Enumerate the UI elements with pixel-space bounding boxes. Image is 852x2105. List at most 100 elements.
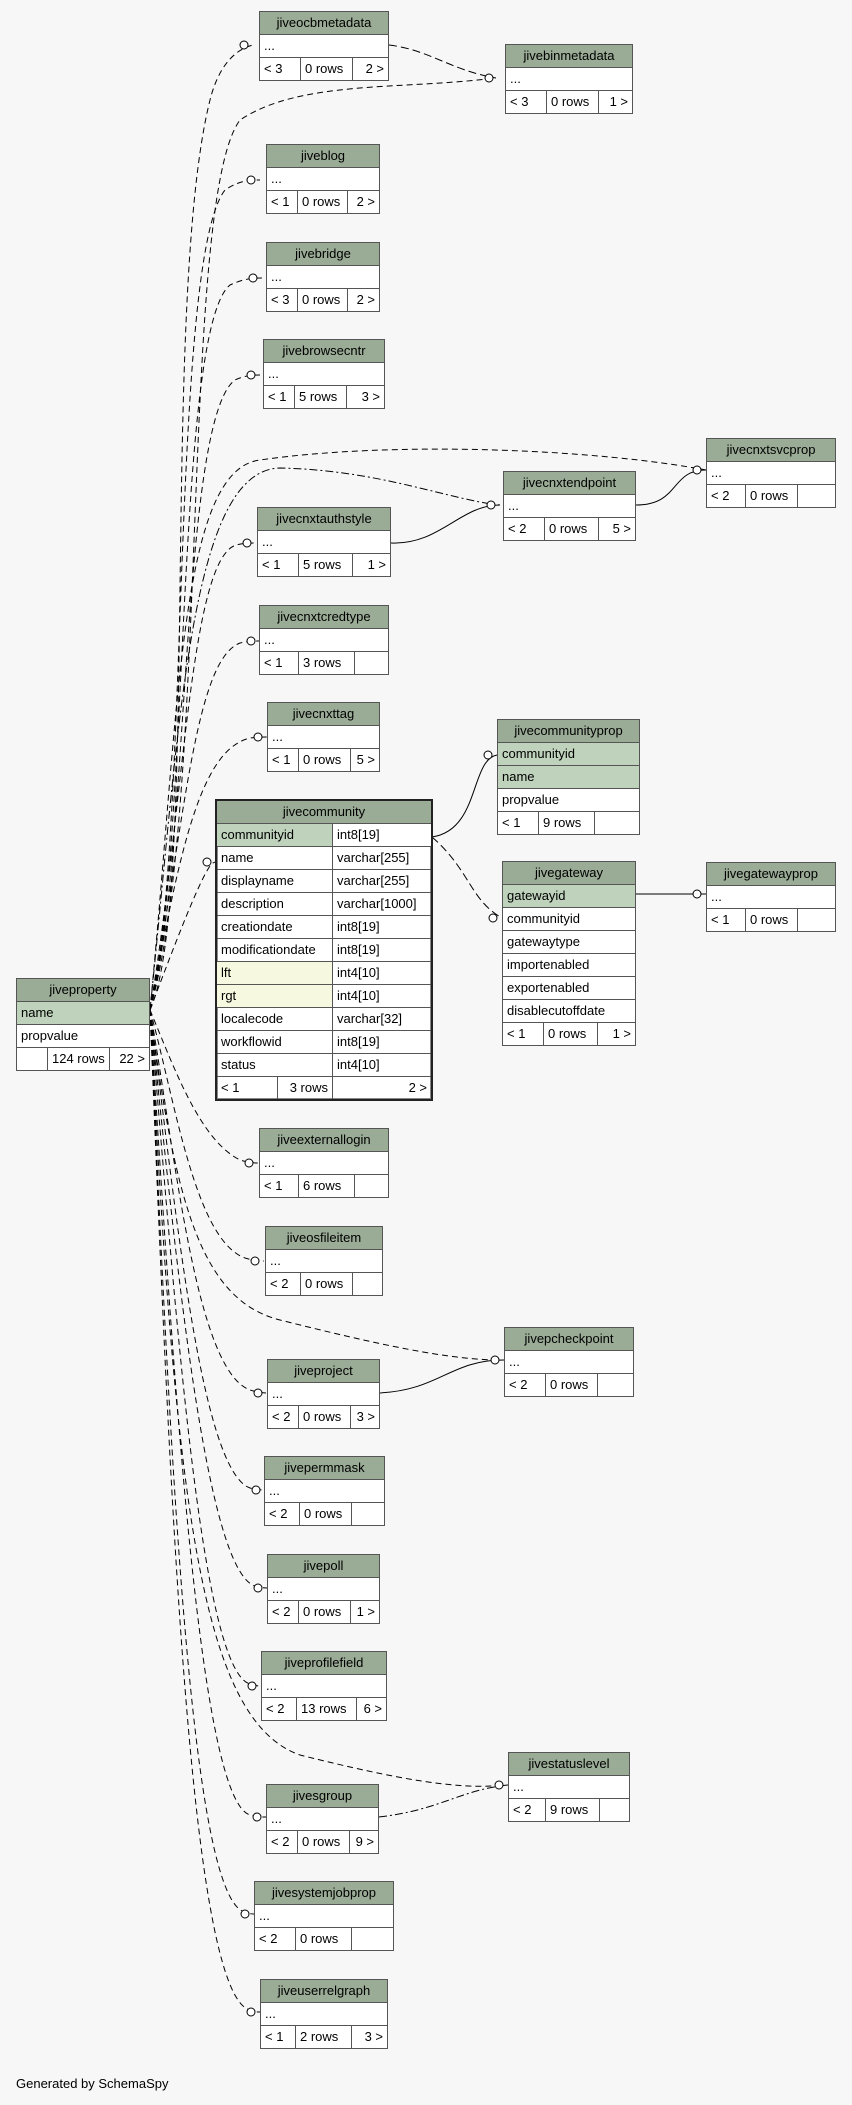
parents-count: < 3 <box>271 292 290 307</box>
table-title: jiveblog <box>267 145 379 168</box>
parents-count: < 1 <box>262 557 281 572</box>
edge-community-communityprop <box>431 754 498 838</box>
column-name: name <box>221 850 254 865</box>
table-title: jivecommunity <box>217 801 431 824</box>
edge-cnxtendpoint-cnxtsvcprop <box>635 469 707 506</box>
column-ellipsis: ... <box>272 729 283 744</box>
column-gatewayid: gatewayid <box>507 888 566 903</box>
parents-count: < 1 <box>271 194 290 209</box>
children-count <box>599 1799 629 1821</box>
children-count <box>594 812 639 834</box>
table-title: jivecnxtauthstyle <box>258 508 390 531</box>
row-count: 0 rows <box>544 518 598 540</box>
parents-count: < 2 <box>508 521 527 536</box>
parents-count: < 2 <box>269 1506 288 1521</box>
table-title: jiveocbmetadata <box>260 12 388 35</box>
row-count: 124 rows <box>47 1048 109 1070</box>
table-jivecommunityprop[interactable]: jivecommunityprop communityid name propv… <box>497 719 640 835</box>
children-count: 2 > <box>347 289 379 311</box>
column-name: description <box>221 896 284 911</box>
column-name: modificationdate <box>221 942 316 957</box>
table-title: jiveosfileitem <box>266 1227 382 1250</box>
table-title: jivecnxtendpoint <box>504 472 635 495</box>
edge-project-pcheckpoint <box>378 1359 505 1394</box>
table-title: jiveproperty <box>17 979 149 1002</box>
column-communityid: communityid <box>507 911 580 926</box>
parents-count: < 1 <box>264 1178 283 1193</box>
row-count: 0 rows <box>545 1374 597 1396</box>
column-type: int8[19] <box>332 939 431 961</box>
children-count: 2 > <box>347 191 379 213</box>
table-jivegateway[interactable]: jivegateway gatewayid communityid gatewa… <box>502 861 636 1046</box>
column-type: varchar[32] <box>332 1008 431 1030</box>
column-propvalue: propvalue <box>21 1028 79 1043</box>
row-count: 6 rows <box>298 1175 354 1197</box>
edge-property-community <box>149 861 217 1011</box>
children-count: 3 > <box>346 386 384 408</box>
edge-sgroup-statuslevel <box>378 1784 509 1818</box>
edge-property-sgroup <box>149 1009 267 1818</box>
column-ellipsis: ... <box>265 2006 276 2021</box>
table-jiveexternallogin[interactable]: jiveexternallogin ... < 1 6 rows <box>259 1128 389 1198</box>
edge-community-gateway <box>431 836 503 919</box>
column-type: int4[10] <box>332 962 431 984</box>
children-count <box>352 1273 382 1295</box>
column-ellipsis: ... <box>264 1155 275 1170</box>
row-count: 0 rows <box>300 58 352 80</box>
row-count: 3 rows <box>277 1077 332 1099</box>
column-name: workflowid <box>221 1034 282 1049</box>
children-count: 3 > <box>351 2026 387 2048</box>
row-count: 9 rows <box>545 1799 599 1821</box>
edge-property-userrelgraph <box>149 1009 261 2013</box>
column-ellipsis: ... <box>269 1483 280 1498</box>
children-count <box>797 485 835 507</box>
column-type: varchar[255] <box>332 847 431 869</box>
column-type: int8[19] <box>332 1031 431 1053</box>
column-gatewaytype: gatewaytype <box>507 934 580 949</box>
column-ellipsis: ... <box>711 889 722 904</box>
column-name: rgt <box>217 985 332 1007</box>
children-count: 1 > <box>598 91 632 113</box>
parents-count: < 2 <box>711 488 730 503</box>
column-name: name <box>21 1005 54 1020</box>
table-jivecommunity[interactable]: jivecommunity communityid int8[19] name va… <box>215 799 433 1101</box>
row-count: 0 rows <box>300 1273 352 1295</box>
table-title: jivecommunityprop <box>498 720 639 743</box>
table-title: jivepcheckpoint <box>505 1328 633 1351</box>
parents-count: < 2 <box>513 1802 532 1817</box>
edge-ocbmetadata-binmetadata <box>388 44 497 79</box>
column-name: lft <box>217 962 332 984</box>
column-communityid: communityid <box>502 746 575 761</box>
children-count <box>351 1928 393 1950</box>
table-title: jiveexternallogin <box>260 1129 388 1152</box>
row-count: 0 rows <box>745 485 797 507</box>
parents-count: < 1 <box>507 1026 526 1041</box>
table-title: jivesgroup <box>267 1785 378 1808</box>
column-name: displayname <box>221 873 294 888</box>
column-ellipsis: ... <box>711 465 722 480</box>
row-count: 0 rows <box>543 1023 597 1045</box>
column-name: communityid <box>221 827 294 842</box>
